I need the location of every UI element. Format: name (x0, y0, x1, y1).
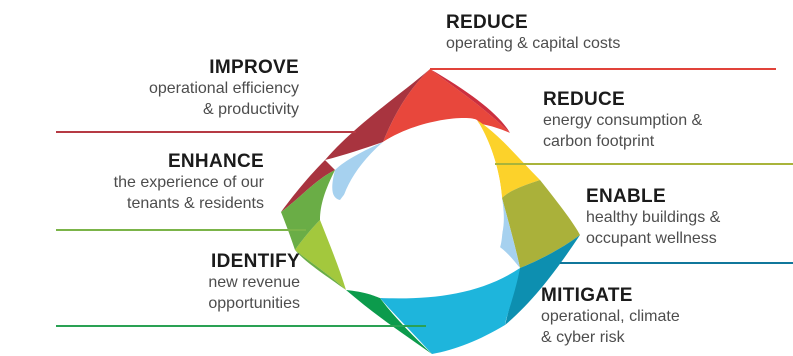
reduce-costs-desc: operating & capital costs (446, 35, 621, 52)
reduce-energy-heading: REDUCE (543, 89, 626, 110)
segment-mid-green-low (295, 250, 346, 290)
rule-enhance (56, 229, 306, 231)
segment-light-green (295, 220, 346, 290)
rule-enable (560, 262, 793, 264)
identify-heading: IDENTIFY (211, 251, 300, 272)
segment-yellow (477, 120, 540, 198)
reduce-costs-heading: REDUCE (446, 12, 529, 33)
mitigate-heading: MITIGATE (541, 285, 633, 306)
improve-desc-2: & productivity (202, 101, 299, 118)
identify-desc-2: opportunities (208, 295, 300, 312)
segment-red (383, 69, 510, 142)
mitigate-desc-2: & cyber risk (541, 329, 625, 346)
segment-cyan (380, 268, 520, 354)
enhance-block: ENHANCE the experience of our tenants & … (114, 151, 264, 214)
reduce-energy-block: REDUCE energy consumption & carbon footp… (543, 89, 702, 152)
rule-reduce-costs (430, 68, 776, 70)
inner-white-shape (338, 117, 503, 299)
reduce-energy-desc-1: energy consumption & (543, 112, 703, 129)
segment-dark-red-edge (281, 160, 335, 212)
enable-heading: ENABLE (586, 186, 666, 207)
mitigate-block: MITIGATE operational, climate & cyber ri… (541, 285, 680, 348)
segment-teal (505, 235, 580, 325)
reduce-costs-block: REDUCE operating & capital costs (446, 12, 620, 54)
segment-dark-red (325, 69, 430, 160)
improve-desc-1: operational efficiency (148, 80, 299, 97)
segment-olive (502, 180, 580, 268)
rule-improve (56, 131, 356, 133)
segment-light-blue-right (497, 198, 520, 268)
identify-block: IDENTIFY new revenue opportunities (208, 251, 300, 314)
identify-desc-1: new revenue (208, 274, 300, 291)
enable-desc-2: occupant wellness (586, 230, 717, 247)
improve-block: IMPROVE operational efficiency & product… (149, 57, 299, 120)
enhance-desc-2: tenants & residents (127, 195, 264, 212)
improve-heading: IMPROVE (209, 57, 299, 78)
segment-green (346, 290, 432, 354)
enable-block: ENABLE healthy buildings & occupant well… (586, 186, 720, 249)
enhance-desc-1: the experience of our (113, 174, 264, 191)
enhance-heading: ENHANCE (167, 151, 264, 172)
enable-desc-1: healthy buildings & (586, 209, 721, 226)
rule-identify (56, 325, 426, 327)
mitigate-desc-1: operational, climate (541, 308, 680, 325)
reduce-energy-desc-2: carbon footprint (543, 133, 655, 150)
rule-reduce-energy (495, 163, 793, 165)
